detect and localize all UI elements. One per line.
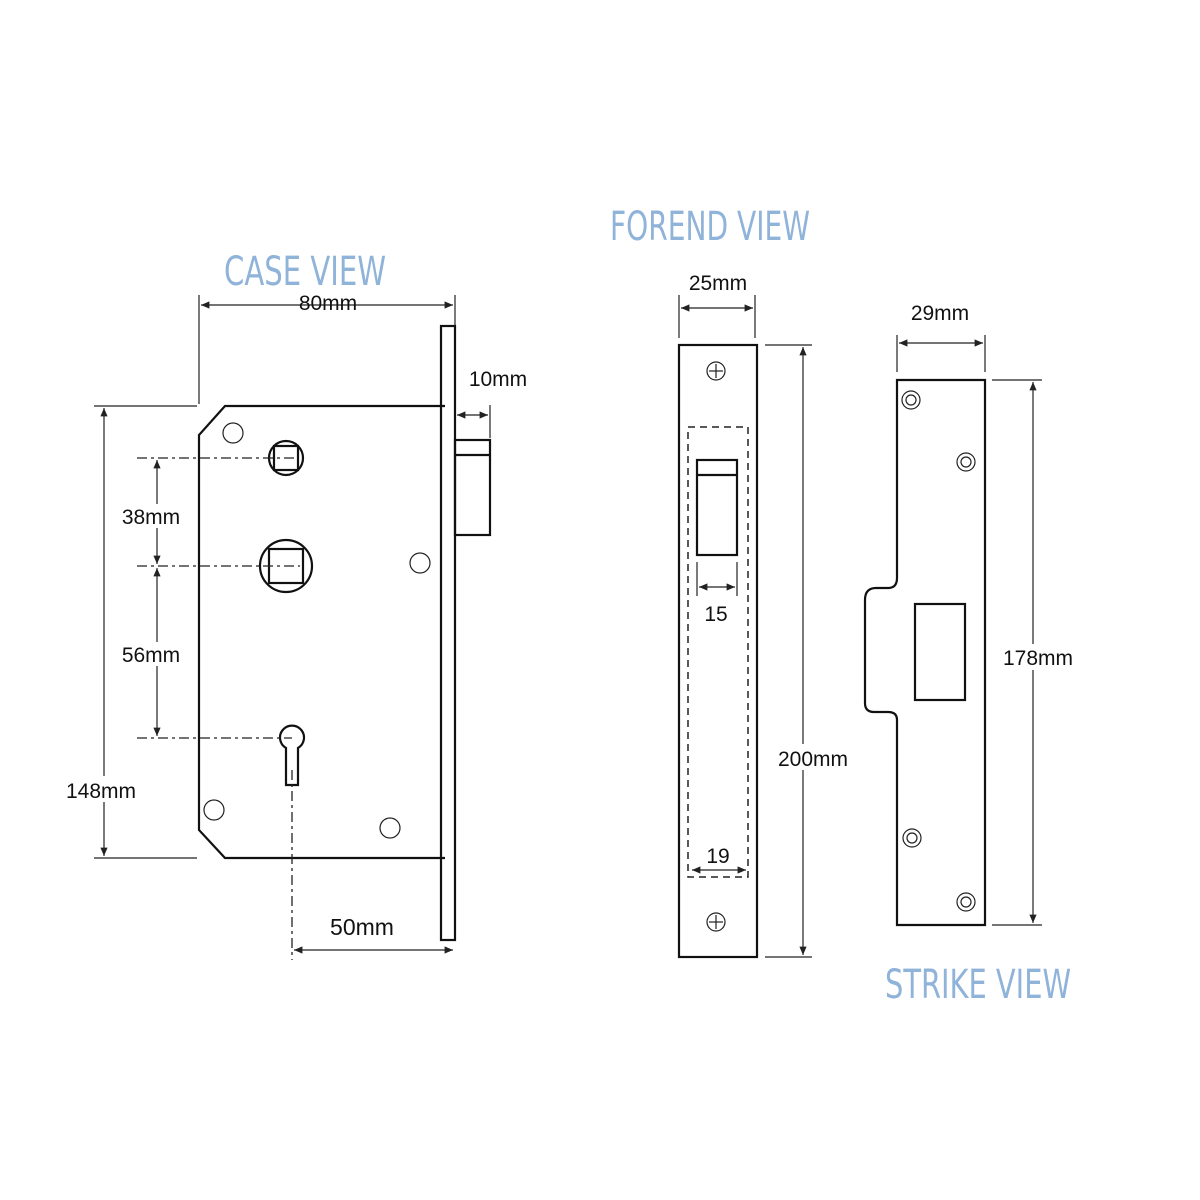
strike-width-label: 29mm [911, 302, 969, 325]
case-forend-plate [439, 324, 457, 942]
fixing-hole [222, 422, 244, 444]
strike-plate [863, 378, 987, 927]
forend-height-label: 200mm [778, 748, 848, 771]
case-view: 80mm 10mm 148mm 38mm 56mm 50mm [60, 288, 527, 960]
bolt-cutout-outline [687, 426, 749, 878]
forend-width-label: 25mm [689, 272, 747, 295]
backset-label: 50mm [330, 914, 394, 940]
lower-follower [258, 538, 314, 594]
forend-view: 15 19 25mm 200mm [677, 272, 858, 959]
strike-view: 29mm 178mm [863, 302, 1083, 927]
fixing-hole [203, 799, 225, 821]
drawing-line [960, 456, 972, 468]
drawing-line [905, 394, 917, 406]
drawing-line [288, 288, 368, 304]
strike-view-title: STRIKE VIEW [885, 962, 1071, 1008]
drawing-line [956, 452, 976, 472]
drawing-line [112, 504, 192, 528]
drawing-line [901, 390, 921, 410]
centre-distance-label: 56mm [122, 644, 180, 667]
drawing-line [112, 642, 192, 666]
drawing-line [960, 896, 972, 908]
fixing-hole [956, 892, 976, 912]
case-view-title: CASE VIEW [224, 249, 386, 295]
drawing-line [60, 776, 144, 802]
latch-width-label: 15 [704, 603, 727, 626]
drawing-line [902, 828, 922, 848]
fixing-hole [379, 817, 401, 839]
drawing-line [906, 832, 918, 844]
fixing-hole [901, 390, 921, 410]
drawing-line [706, 361, 726, 381]
drawing-line [706, 912, 726, 932]
drawing-line [995, 644, 1083, 670]
case-height-label: 148mm [66, 780, 136, 803]
keyhole [278, 724, 306, 787]
case-outline [197, 404, 445, 860]
fixing-hole [902, 828, 922, 848]
strike-box-opening [913, 602, 967, 702]
case-width-label: 80mm [299, 292, 357, 315]
fixing-hole [409, 552, 431, 574]
follower-spacing-label: 38mm [122, 506, 180, 529]
forend-plate [677, 343, 759, 959]
drawing-line [272, 444, 300, 472]
forend-view-title: FOREND VIEW [610, 204, 810, 250]
drawing-line [956, 892, 976, 912]
screw-icon [706, 361, 726, 381]
latch-projection-label: 10mm [469, 368, 527, 391]
screw-icon [706, 912, 726, 932]
forend-latch [695, 458, 739, 557]
drawing-line [770, 744, 858, 770]
latch-bolt [453, 438, 492, 537]
strike-height-label: 178mm [1003, 647, 1073, 670]
fixing-hole [956, 452, 976, 472]
bolt-width-label: 19 [706, 845, 729, 868]
